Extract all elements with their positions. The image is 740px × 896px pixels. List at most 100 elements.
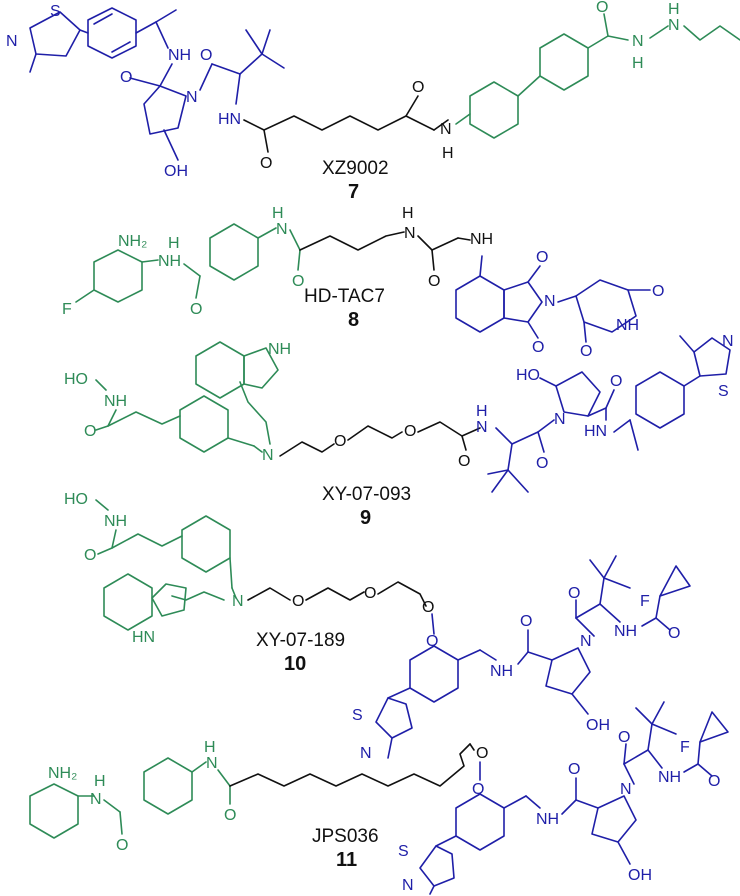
alkyl-linker: O O N H	[243, 79, 454, 172]
svg-text:O: O	[334, 433, 346, 450]
svg-text:F: F	[680, 739, 690, 756]
svg-text:N: N	[668, 17, 680, 34]
svg-text:N: N	[580, 633, 592, 650]
svg-text:OH: OH	[586, 717, 610, 734]
svg-text:O: O	[520, 613, 532, 630]
phenyl-ring: NH	[79, 7, 191, 64]
svg-text:O: O	[260, 155, 272, 172]
svg-text:O: O	[458, 453, 470, 470]
svg-text:O: O	[652, 283, 664, 300]
svg-text:O: O	[476, 745, 488, 762]
svg-text:NH: NH	[536, 811, 559, 828]
svg-text:O: O	[472, 781, 484, 798]
hydroxyproline-ring: O N OH O HN	[120, 29, 285, 180]
compound-name: JPS036	[312, 826, 379, 847]
svg-text:O: O	[708, 773, 720, 790]
svg-text:H: H	[204, 739, 216, 756]
hydroxamic-cinnamyl-indole: HO NH O N HN	[64, 491, 244, 646]
svg-text:O: O	[568, 761, 580, 778]
svg-text:N: N	[186, 89, 198, 106]
svg-text:O: O	[536, 455, 548, 472]
svg-text:NH: NH	[104, 393, 127, 410]
svg-text:NH₂: NH₂	[118, 233, 147, 250]
svg-text:NH: NH	[168, 47, 191, 64]
compound-number: 7	[348, 181, 359, 203]
compound-name: XY-07-093	[322, 484, 411, 505]
pentyl-glycine-linker: H N O NH	[299, 205, 493, 290]
svg-text:H: H	[632, 55, 644, 72]
svg-text:NH: NH	[616, 317, 639, 334]
svg-text:N: N	[206, 755, 218, 772]
compound-11-structure: NH₂ N H O H N O O O S	[29, 701, 729, 895]
svg-text:N: N	[544, 293, 556, 310]
svg-text:S: S	[398, 843, 409, 860]
hydroxamic-cinnamyl-indole: HO NH O N NH	[64, 341, 291, 464]
compound-name: XZ9002	[322, 158, 389, 179]
svg-text:H: H	[668, 1, 680, 18]
svg-text:O: O	[364, 585, 376, 602]
svg-text:HO: HO	[516, 367, 540, 384]
svg-text:O: O	[200, 47, 212, 64]
svg-text:HN: HN	[132, 629, 155, 646]
compound-name: HD-TAC7	[304, 286, 385, 307]
svg-text:O: O	[116, 837, 128, 854]
svg-text:O: O	[84, 423, 96, 440]
svg-text:NH: NH	[614, 623, 637, 640]
svg-text:HO: HO	[64, 371, 88, 388]
svg-text:O: O	[292, 593, 304, 610]
svg-text:HN: HN	[218, 111, 241, 128]
svg-text:F: F	[640, 593, 650, 610]
svg-text:N: N	[360, 745, 372, 762]
vhl-ligand: O S N NH O OH N O N	[398, 701, 729, 895]
svg-text:H: H	[442, 145, 454, 162]
svg-text:O: O	[536, 249, 548, 266]
svg-text:N: N	[632, 33, 644, 50]
svg-text:O: O	[292, 273, 304, 290]
compound-number: 10	[284, 653, 306, 675]
svg-text:OH: OH	[628, 867, 652, 884]
svg-text:O: O	[120, 69, 132, 86]
svg-text:O: O	[84, 547, 96, 564]
svg-text:N: N	[722, 333, 734, 350]
svg-text:N: N	[6, 33, 18, 50]
svg-text:N: N	[440, 121, 452, 138]
svg-text:NH: NH	[104, 513, 127, 530]
vhl-ligand: N H O N HO O HN S N	[476, 333, 734, 493]
compound-7-structure: S N NH O N OH O	[6, 0, 740, 203]
svg-text:O: O	[404, 423, 416, 440]
svg-text:F: F	[62, 301, 72, 318]
svg-text:NH: NH	[158, 253, 181, 270]
aminophenyl-benzamide: NH₂ N H O H N O	[29, 739, 236, 854]
svg-text:N: N	[402, 877, 414, 894]
svg-text:H: H	[94, 773, 106, 790]
peg-linker: O O O	[247, 581, 434, 616]
svg-text:H: H	[168, 235, 180, 252]
svg-text:H: H	[272, 205, 284, 222]
svg-text:O: O	[412, 79, 424, 96]
svg-text:N: N	[232, 593, 244, 610]
biphenyl-hydrazide: O N H N H	[455, 0, 740, 139]
svg-text:O: O	[426, 633, 438, 650]
svg-text:HO: HO	[64, 491, 88, 508]
svg-text:O: O	[532, 339, 544, 356]
aminofluorophenyl-benzamide: NH₂ F NH H O H N O	[62, 205, 304, 318]
svg-text:N: N	[90, 791, 102, 808]
svg-text:NH: NH	[470, 231, 493, 248]
compound-number: 11	[336, 849, 357, 871]
svg-text:NH: NH	[658, 769, 681, 786]
svg-text:NH₂: NH₂	[48, 765, 77, 782]
vhl-ligand: O S N NH O OH N O N	[352, 555, 691, 762]
svg-text:O: O	[190, 301, 202, 318]
svg-text:O: O	[580, 343, 592, 360]
pomalidomide-core: O O N O NH O	[455, 249, 664, 360]
svg-text:O: O	[596, 0, 608, 16]
svg-text:N: N	[476, 419, 488, 436]
svg-text:O: O	[224, 807, 236, 824]
thiazole-ring: S N	[6, 3, 81, 73]
svg-text:NH: NH	[490, 663, 513, 680]
svg-text:NH: NH	[268, 341, 291, 358]
svg-text:N: N	[404, 225, 416, 242]
svg-text:O: O	[428, 273, 440, 290]
svg-text:S: S	[352, 707, 363, 724]
